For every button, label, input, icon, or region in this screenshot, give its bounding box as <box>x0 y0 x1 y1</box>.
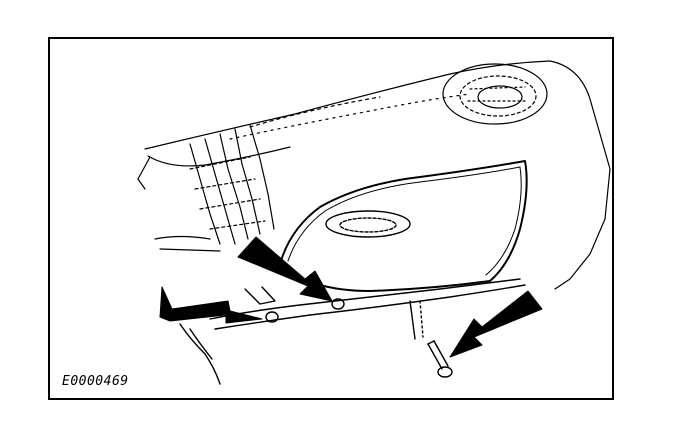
glove-box-handle <box>325 210 411 238</box>
lower-hinge-rail <box>179 278 526 385</box>
glove-box-door <box>279 160 528 292</box>
middle-screw <box>331 298 345 310</box>
glove-box-illustration <box>137 60 611 385</box>
arrow-upper <box>237 236 333 302</box>
instrument-panel <box>137 60 611 290</box>
figure-code: E0000469 <box>62 374 129 389</box>
figure-frame: E0000469 <box>48 37 614 400</box>
arrow-right <box>449 290 543 358</box>
left-screw <box>265 311 279 323</box>
fasteners <box>265 298 453 378</box>
loose-screw <box>427 340 453 378</box>
dash-vent-dome <box>442 63 548 125</box>
pointer-arrows <box>159 236 543 358</box>
left-structure <box>154 124 275 252</box>
arrow-left <box>159 286 263 324</box>
